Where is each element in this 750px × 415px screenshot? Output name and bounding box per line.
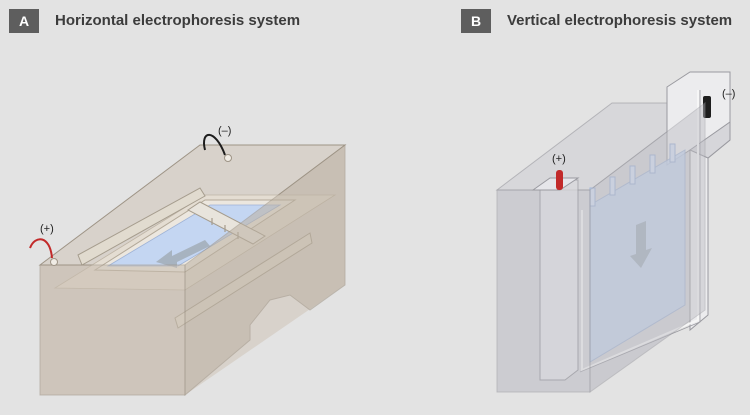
vertical-comb xyxy=(589,143,676,207)
horizontal-negative-label: (–) xyxy=(218,125,232,137)
tray-end-wall-left xyxy=(77,187,206,266)
panel-a-title: Horizontal electrophoresis system xyxy=(55,12,301,29)
positive-terminal-socket xyxy=(50,258,58,266)
positive-lead xyxy=(29,238,53,259)
left-arrow-icon xyxy=(156,240,210,268)
horizontal-positive-label: (+) xyxy=(40,223,54,235)
tank-side-wall xyxy=(184,144,346,397)
negative-terminal-socket xyxy=(224,154,232,162)
down-arrow-icon xyxy=(630,221,652,268)
panel-b-badge: B xyxy=(461,9,491,33)
positive-electrode-clip xyxy=(556,170,563,190)
positive-terminal-block xyxy=(531,177,580,191)
panel-a-badge: A xyxy=(9,9,39,33)
negative-lead xyxy=(203,133,226,156)
vertical-negative-label: (–) xyxy=(722,88,736,100)
lower-chamber-post xyxy=(539,179,579,381)
vertical-tank-side xyxy=(589,101,706,393)
vertical-positive-label: (+) xyxy=(552,153,566,165)
panel-b-title: Vertical electrophoresis system xyxy=(507,12,733,29)
negative-electrode-clip xyxy=(703,96,711,118)
